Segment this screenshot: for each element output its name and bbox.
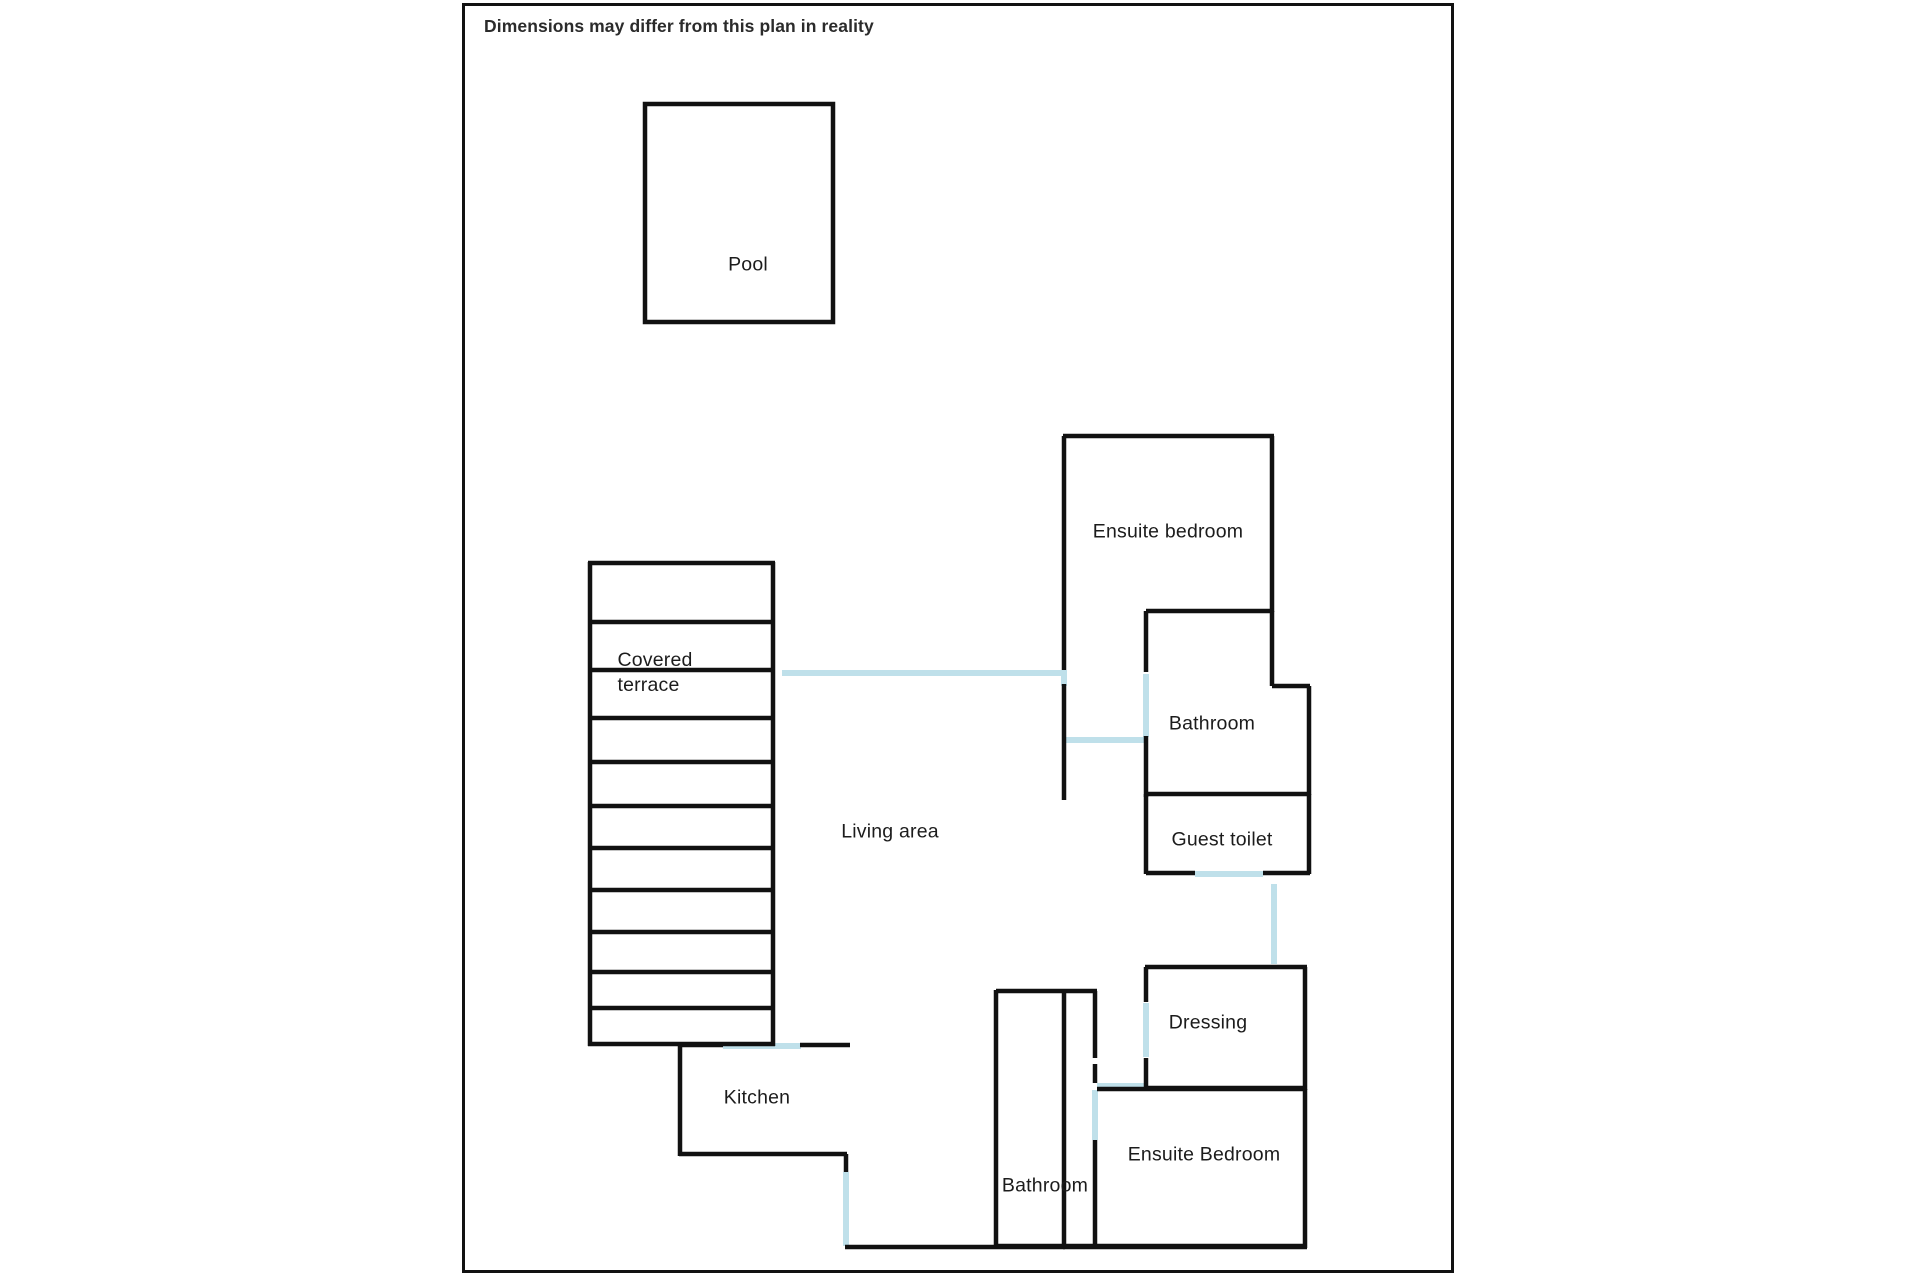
room-label-dressing: Dressing bbox=[1168, 1011, 1248, 1034]
room-label-kitchen: Kitchen bbox=[723, 1086, 791, 1109]
room-label-guest-toilet: Guest toilet bbox=[1171, 828, 1273, 851]
disclaimer-text: Dimensions may differ from this plan in … bbox=[484, 16, 874, 36]
room-label-pool: Pool bbox=[728, 253, 768, 276]
room-label-ensuite-bedroom-upper: Ensuite bedroom bbox=[1092, 520, 1244, 543]
room-label-bathroom-lower: Bathroom bbox=[1001, 1174, 1089, 1197]
room-label-bathroom-upper: Bathroom bbox=[1168, 712, 1256, 735]
room-label-living-area: Living area bbox=[841, 820, 939, 843]
room-label-covered-terrace: Covered terrace bbox=[617, 649, 693, 696]
room-label-ensuite-bedroom-lower: Ensuite Bedroom bbox=[1127, 1143, 1281, 1166]
plan-sheet bbox=[462, 3, 1454, 1273]
